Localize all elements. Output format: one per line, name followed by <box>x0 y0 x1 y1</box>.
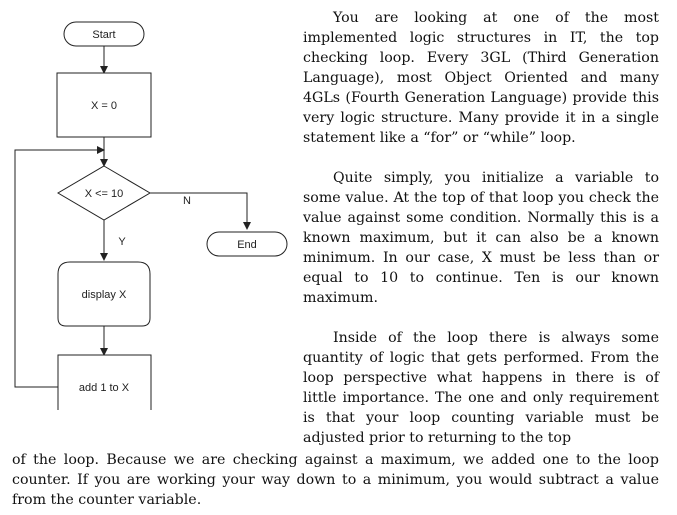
increment-label: add 1 to X <box>79 382 130 394</box>
article-paragraph-1: You are looking at one of the most imple… <box>303 10 659 146</box>
display-label: display X <box>82 289 127 301</box>
article-paragraph-3: Inside of the loop there is always some … <box>303 330 659 446</box>
end-terminal <box>206 231 288 257</box>
display-box <box>57 261 151 327</box>
condition-label: X <= 10 <box>85 188 124 200</box>
no-branch-label: N <box>183 195 191 207</box>
article-paragraph-2: Quite simply, you initialize a variable … <box>303 170 659 306</box>
init-process-box <box>56 72 152 138</box>
start-label: Start <box>92 29 115 41</box>
article-body: You are looking at one of the most imple… <box>303 8 659 448</box>
end-label: End <box>237 239 257 251</box>
yes-branch-label: Y <box>118 236 126 248</box>
connector-no-branch <box>150 192 251 230</box>
connector-loop-back <box>14 146 105 388</box>
loop-flowchart: Start X = 0 X <= 10 N End Y display X ad… <box>14 21 288 410</box>
article-paragraph-3-tail: of the loop. Because we are checking aga… <box>12 452 659 508</box>
init-label: X = 0 <box>91 100 117 112</box>
